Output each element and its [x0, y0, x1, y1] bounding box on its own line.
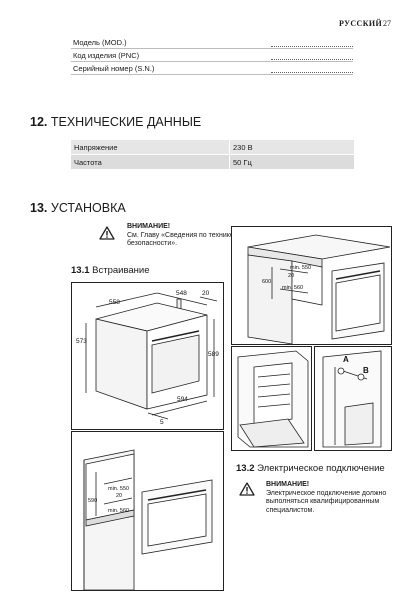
- dim-min-560-tall: min. 560: [108, 508, 129, 514]
- dim-590-tall: 590: [88, 498, 97, 504]
- subsection-13-2-heading: Электрическое подключение: [257, 463, 385, 474]
- warning-icon: [99, 226, 115, 240]
- id-value-pnc: [271, 49, 353, 60]
- header-language: РУССКИЙ: [339, 19, 383, 28]
- dim-573: 573: [76, 338, 87, 345]
- spec-label-frequency: Частота: [71, 154, 230, 170]
- dim-589: 589: [208, 351, 219, 358]
- dim-20: 20: [202, 290, 210, 297]
- subsection-13-1-title: 13.1 Встраивание: [71, 265, 150, 276]
- spec-value-frequency: 50 Гц: [229, 154, 354, 170]
- id-row-model: Модель (MOD.): [71, 36, 353, 49]
- section-13-heading: УСТАНОВКА: [50, 201, 126, 215]
- dim-min-550-hob: min. 550: [290, 265, 311, 271]
- table-row: Частота 50 Гц: [71, 154, 354, 170]
- label-b: B: [363, 366, 369, 375]
- warning-electrical-line-1: Электрическое подключение должно: [266, 489, 387, 497]
- oven-interior-drawing: [237, 350, 309, 448]
- id-row-serial: Серийный номер (S.N.): [71, 62, 353, 75]
- warning-text-electrical: ВНИМАНИЕ! Электрическое подключение долж…: [266, 481, 386, 515]
- section-13-title: 13. УСТАНОВКА: [30, 201, 126, 215]
- warning-heading: ВНИМАНИЕ!: [127, 223, 171, 230]
- id-value-serial: [271, 62, 353, 73]
- warning-text: ВНИМАНИЕ! См. Главу «Сведения по технике…: [127, 223, 234, 249]
- warning-electrical-line-3: специалистом.: [266, 506, 315, 514]
- warning-icon: [239, 482, 255, 496]
- fixing-screws-figure: A B: [314, 346, 392, 451]
- dim-594: 594: [177, 396, 188, 403]
- dim-558: 558: [109, 299, 120, 306]
- warning-heading-electrical: ВНИМАНИЕ!: [266, 481, 310, 488]
- subsection-13-1-number: 13.1: [71, 265, 90, 276]
- spec-value-voltage: 230 В: [229, 140, 354, 155]
- tall-cabinet-drawing: min. 550 20 min. 560 590: [83, 449, 213, 591]
- id-row-pnc: Код изделия (PNC): [71, 49, 353, 62]
- table-row: Напряжение 230 В: [71, 140, 354, 155]
- page-number: 27: [383, 19, 391, 28]
- id-label-pnc: Код изделия (PNC): [73, 51, 140, 60]
- dim-min-560-hob: min. 560: [282, 285, 303, 291]
- under-hob-drawing: min. 550 20 min. 560 600: [247, 234, 391, 345]
- warning-electrical-line-2: выполняться квалифицированным: [266, 498, 380, 505]
- section-12-heading: ТЕХНИЧЕСКИЕ ДАННЫЕ: [50, 115, 202, 129]
- tech-data-table: Напряжение 230 В Частота 50 Гц: [71, 140, 354, 170]
- dim-5: 5: [160, 419, 164, 426]
- id-value-model: [271, 36, 353, 47]
- tall-cabinet-figure: min. 550 20 min. 560 590: [71, 431, 224, 591]
- under-hob-figure: min. 550 20 min. 560 600: [231, 226, 392, 345]
- id-label-model: Модель (MOD.): [73, 38, 127, 47]
- label-a: A: [343, 355, 349, 364]
- dim-20-tall: 20: [116, 493, 122, 499]
- oven-dimensions-figure: 548 20 558 573 589 594 5: [71, 282, 224, 430]
- fixing-screws-drawing: A B: [322, 350, 382, 448]
- section-13-number: 13.: [30, 201, 48, 215]
- id-label-serial: Серийный номер (S.N.): [73, 64, 155, 73]
- subsection-13-2-number: 13.2: [236, 463, 255, 474]
- oven-dimensions-drawing: 548 20 558 573 589 594 5: [76, 290, 219, 426]
- subsection-13-2-title: 13.2 Электрическое подключение: [236, 463, 385, 474]
- subsection-13-1-heading: Встраивание: [92, 265, 150, 276]
- spec-label-voltage: Напряжение: [71, 140, 230, 155]
- dim-min-550-tall: min. 550: [108, 486, 129, 492]
- dim-20-hob: 20: [288, 273, 294, 279]
- dim-548: 548: [176, 290, 187, 297]
- section-12-title: 12. ТЕХНИЧЕСКИЕ ДАННЫЕ: [30, 115, 201, 129]
- oven-interior-figure: [231, 346, 312, 451]
- warning-line-1: См. Главу «Сведения по технике: [127, 231, 234, 239]
- warning-line-2: безопасности».: [127, 240, 178, 247]
- section-12-number: 12.: [30, 115, 48, 129]
- dim-600-hob: 600: [262, 279, 271, 285]
